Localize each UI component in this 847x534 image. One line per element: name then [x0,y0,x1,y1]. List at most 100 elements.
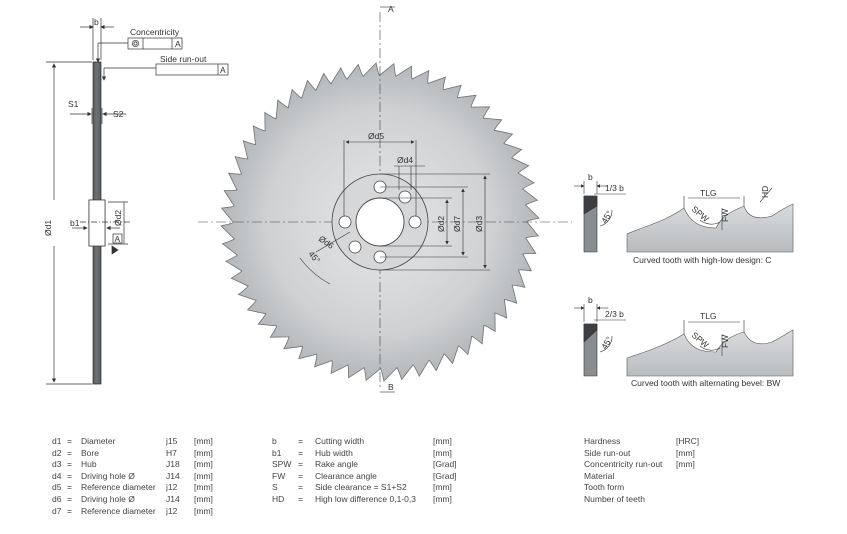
label-s1: S1 [68,99,79,109]
legend-symbol: SPW [272,459,292,470]
legend-symbol: b [272,436,277,446]
legend-symbol: HD [272,493,285,504]
legend-row: FW=Clearance angle[Grad] [272,471,473,483]
legend-right: Hardness[HRC] Side run-out [mm] Concentri… [584,436,716,506]
legend-unit: [Grad] [433,459,457,470]
label-bw-tlg: TLG [700,311,717,321]
legend-unit: [mm] [194,505,213,516]
legend-name: Clearance angle [315,470,377,481]
legend-symbol: d5 [52,482,62,493]
legend-unit: [mm] [194,436,213,446]
label-s2: S2 [113,109,124,119]
legend-unit: [mm] [194,447,213,458]
label-c-hd: HD [760,186,770,198]
legend-symbol: d7 [52,505,62,516]
legend-row: Concentricity run-out [mm] [584,459,716,471]
legend-name: Hub width [315,447,353,458]
legend-tolerance: J14 [166,493,180,504]
label-bw-fw: FW [720,335,730,348]
label-side-runout: Side run-out [160,54,207,64]
legend-equals: = [67,470,72,481]
legend-equals: = [67,459,72,470]
legend-unit: [mm] [433,447,452,458]
label-datum-a: A [115,234,121,244]
legend-equals: = [298,436,303,446]
legend-row: b1=Hub width[mm] [272,448,473,460]
legend-name: Rake angle [315,459,359,470]
legend-equals: = [67,447,72,458]
label-side-b: b [94,17,99,27]
side-view [46,18,229,385]
legend-name: Driving hole Ø [81,493,135,504]
label-side-d2: Ød2 [113,210,123,226]
legend-equals: = [298,493,303,504]
legend-equals: = [298,482,303,493]
side-view-labels: b Concentricity A Side run-out A S1 S2 b… [43,17,226,244]
label-front-d2: Ød2 [436,216,446,232]
legend-equals: = [67,482,72,493]
legend-name: Number of teeth [584,493,645,504]
legend-symbol: S [272,482,278,493]
legend-unit: [Grad] [433,470,457,481]
legend-equals: = [67,493,72,504]
caption-tooth-bw: Curved tooth with alternating bevel: BW [631,378,780,388]
label-side-runout-ref: A [220,65,226,75]
legend-unit: [mm] [194,493,213,504]
label-side-d1: Ød1 [43,220,53,236]
label-c-tlg: TLG [700,188,717,198]
label-d3: Ød3 [474,216,484,232]
legend-row: b = Cutting width [mm] [272,436,473,448]
legend-name: Hub [81,459,97,470]
legend-unit [676,482,716,494]
legend-name: Side clearance = S1+S2 [315,482,407,493]
legend-name: Driving hole Ø [81,470,135,481]
legend-row: d6 = Driving hole Ø J14 [mm] [52,494,224,506]
legend-name: Material [584,470,615,481]
legend-name: Bore [81,447,99,458]
legend-name: Tooth form [584,482,625,493]
label-d5: Ød5 [368,131,384,141]
label-b1: b1 [70,218,80,228]
legend-row: Number of teeth [584,494,716,506]
legend-name: Reference diameter [81,505,156,516]
legend-row: Hardness[HRC] [584,436,716,448]
legend-name: Side run-out [584,447,631,458]
legend-name: High low difference 0,1-0,3 [315,493,416,504]
legend-unit: [mm] [676,459,695,470]
legend-equals: = [67,505,72,516]
label-bw-third: 2/3 b [605,309,624,319]
legend-row: Side run-out [mm] [584,448,716,460]
legend-unit [676,494,716,506]
legend-symbol: d3 [52,459,62,470]
legend-middle: b=Cutting width[mm] b1=Hub width[mm] SPW… [272,436,473,506]
legend-row: Material [584,471,716,483]
label-c-b: b [588,172,593,182]
label-bw-b: b [588,295,593,305]
tooth-detail-c [574,181,794,253]
tooth-profile-bw [626,329,794,377]
legend-name: Hardness [584,436,621,446]
legend-tolerance: J14 [166,470,180,481]
legend-tolerance: j12 [166,482,178,493]
legend-unit: [mm] [433,436,452,446]
legend-tolerance: j15 [166,436,178,446]
legend-row: HD = High low difference 0,1-0,3 [mm] [272,494,473,506]
legend-unit: [mm] [433,493,452,504]
label-concentricity: Concentricity [130,27,180,37]
legend-name: Concentricity run-out [584,459,663,470]
legend-name: Cutting width [315,436,365,446]
label-c-fw: FW [720,209,730,222]
legend-symbol: d6 [52,493,62,504]
legend-unit: [mm] [676,447,695,458]
legend-row: Tooth form [584,482,716,494]
legend-symbol: d1 [52,436,62,446]
legend-row: S=Side clearance = S1+S2[mm] [272,482,473,494]
legend-unit: [mm] [194,459,213,470]
legend-row: SPW=Rake angle[Grad] [272,459,473,471]
